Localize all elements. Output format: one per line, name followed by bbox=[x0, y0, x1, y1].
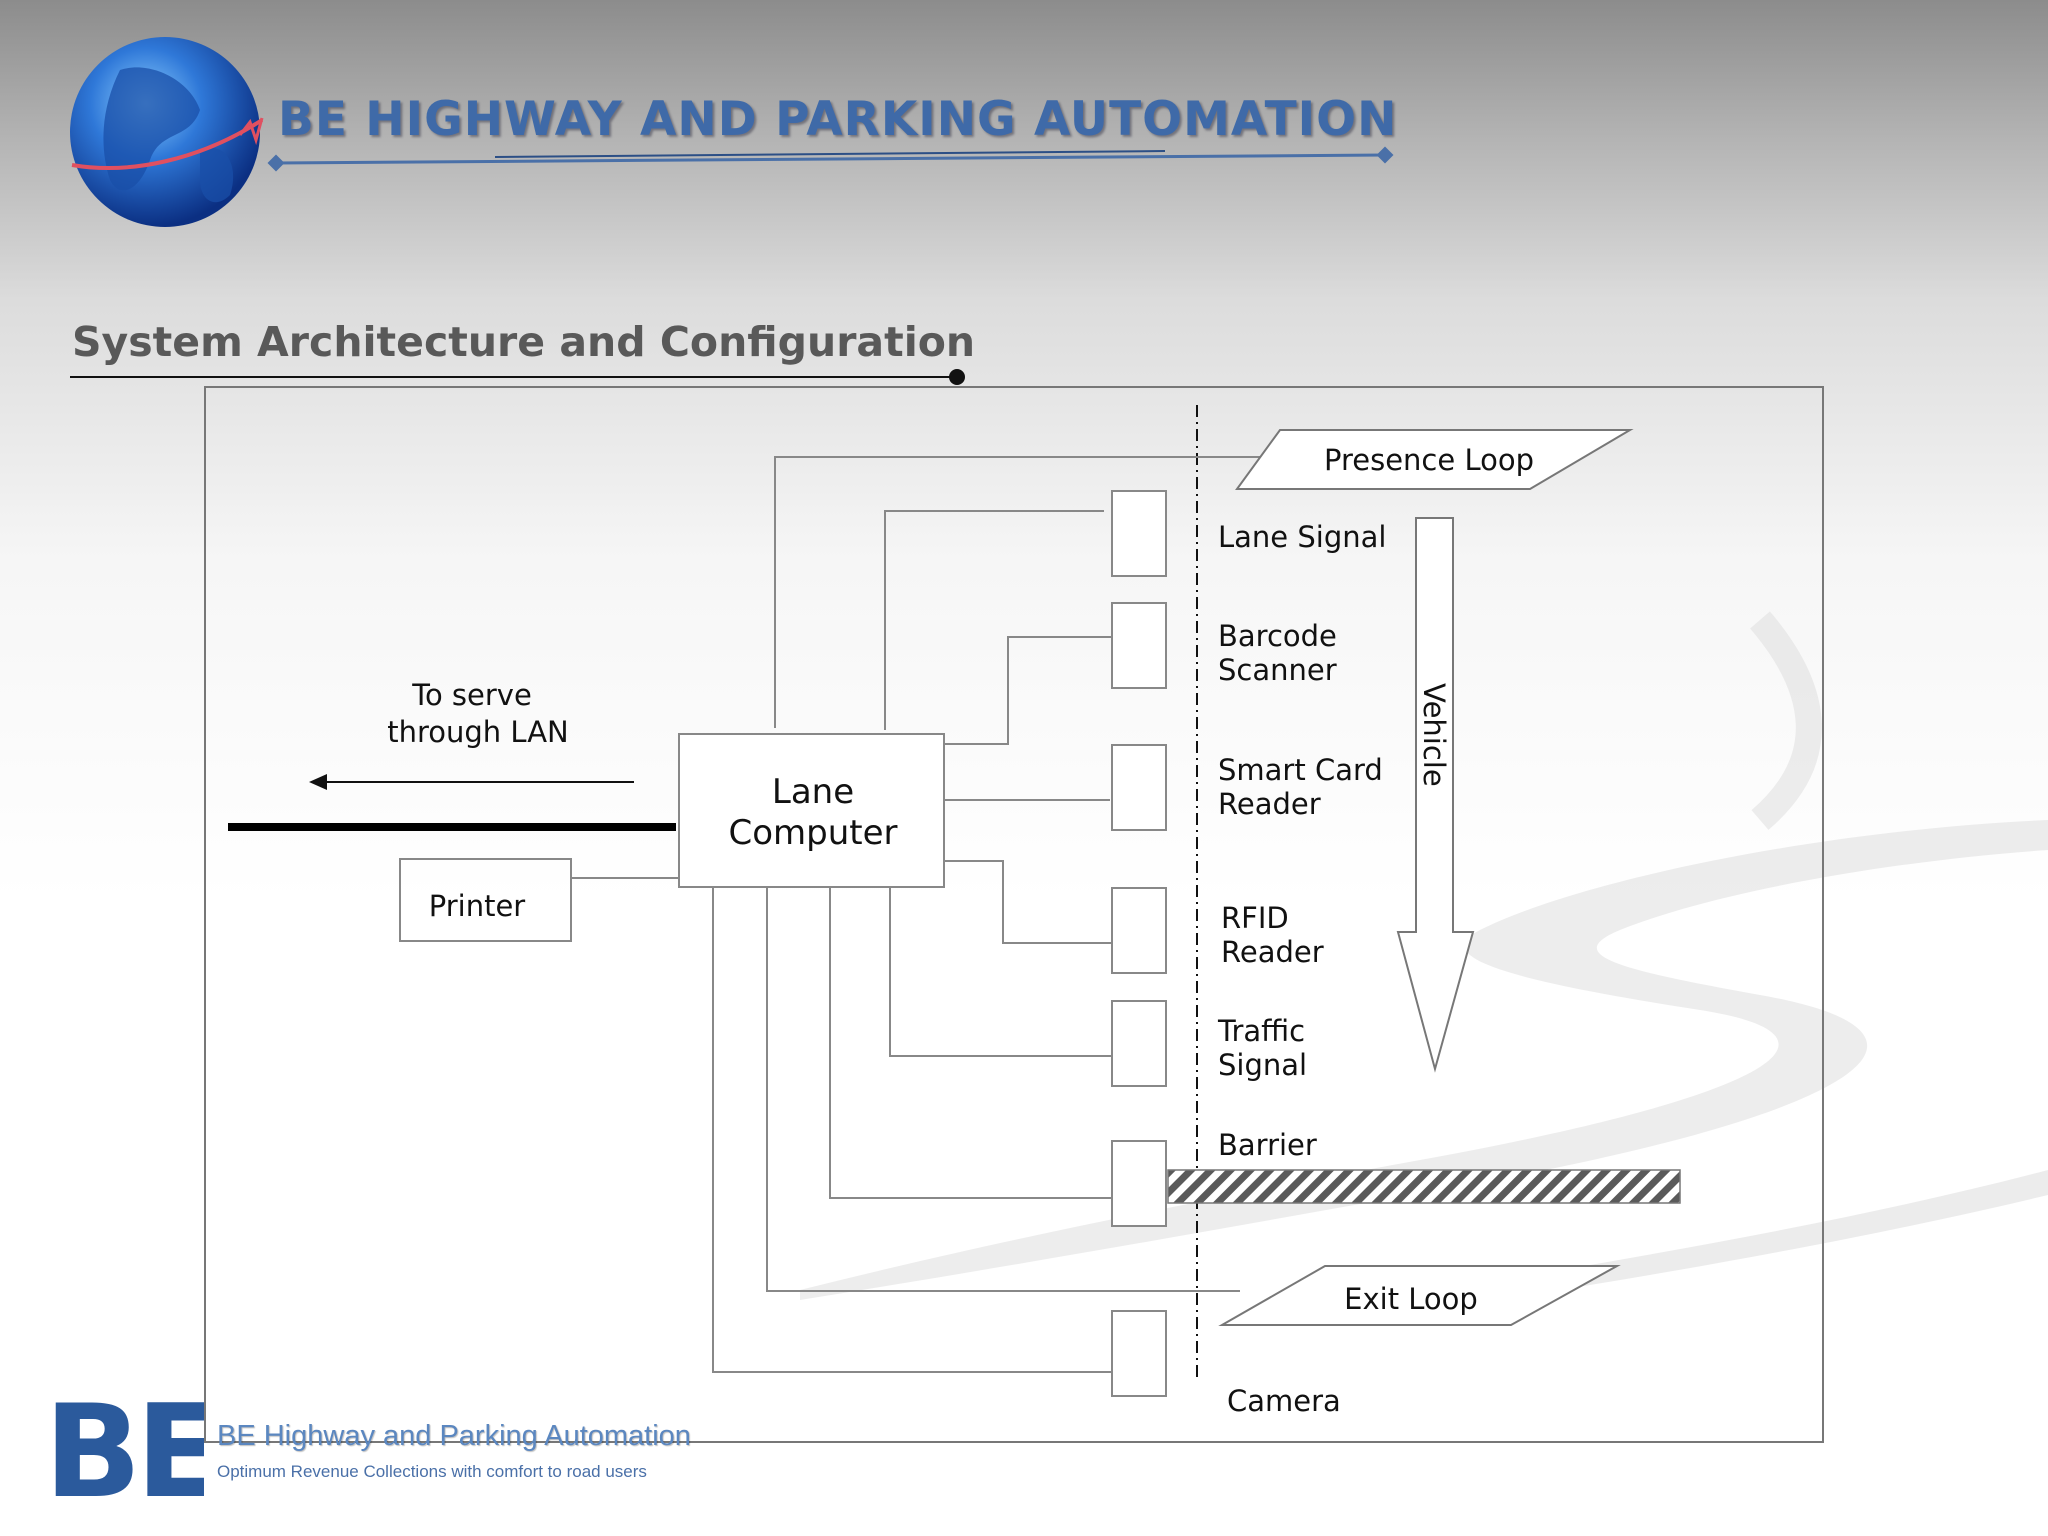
globe-logo-icon bbox=[70, 37, 264, 227]
traffic-signal-box bbox=[1111, 1000, 1167, 1087]
rfid-reader-label-line2: Reader bbox=[1221, 935, 1324, 969]
lan-label-line1: To serve bbox=[411, 678, 532, 712]
printer-label: Printer bbox=[429, 889, 526, 923]
barrier-arm bbox=[1167, 1169, 1681, 1204]
vehicle-label: Vehicle bbox=[1417, 683, 1451, 787]
smart-card-reader-box bbox=[1111, 744, 1167, 831]
wire-barrier bbox=[829, 887, 1112, 1199]
lane-computer-label-line2: Computer bbox=[728, 813, 897, 853]
lane-computer-box bbox=[678, 733, 945, 888]
barrier-box bbox=[1111, 1140, 1167, 1227]
camera-label: Camera bbox=[1227, 1384, 1341, 1418]
rfid-reader-label-line1: RFID bbox=[1221, 901, 1289, 935]
barcode-scanner-label-line1: Barcode bbox=[1218, 619, 1337, 653]
svg-text:BE: BE bbox=[44, 1402, 204, 1502]
traffic-signal-label-line2: Signal bbox=[1218, 1048, 1307, 1082]
section-title: System Architecture and Configuration bbox=[72, 318, 976, 366]
header-rule bbox=[275, 153, 1386, 165]
lane-signal-box bbox=[1111, 490, 1167, 577]
footer-company-name: BE Highway and Parking Automation bbox=[217, 1420, 691, 1452]
exit-loop-shape bbox=[1218, 1265, 1621, 1326]
footer-tagline: Optimum Revenue Collections with comfort… bbox=[217, 1462, 647, 1481]
lane-computer-label-line1: Lane bbox=[772, 772, 854, 812]
wire-exit-loop bbox=[766, 887, 1240, 1292]
presence-loop-label: Presence Loop bbox=[1324, 443, 1534, 477]
lane-signal-label: Lane Signal bbox=[1218, 520, 1386, 554]
rfid-reader-box bbox=[1111, 887, 1167, 974]
wire-traffic-signal bbox=[889, 887, 1118, 1057]
wire-presence-loop bbox=[774, 456, 1280, 728]
section-title-rule-dot bbox=[949, 369, 965, 385]
printer-box bbox=[399, 858, 572, 942]
lan-direction-arrow bbox=[309, 774, 634, 790]
barcode-scanner-label-line2: Scanner bbox=[1218, 653, 1337, 687]
diagram-frame bbox=[204, 386, 1824, 1443]
smart-card-reader-label-line2: Reader bbox=[1218, 787, 1321, 821]
lan-label-line2: through LAN bbox=[387, 715, 569, 749]
connector-wires bbox=[712, 456, 1280, 1373]
barcode-scanner-box bbox=[1111, 602, 1167, 689]
presence-loop-shape bbox=[1235, 429, 1634, 490]
smart-card-reader-label-line1: Smart Card bbox=[1218, 753, 1383, 787]
swoosh-shape bbox=[800, 820, 2048, 1300]
wire-barcode-scanner bbox=[944, 636, 1112, 745]
wire-lane-signal bbox=[884, 510, 1104, 730]
rule-end-diamond bbox=[267, 154, 285, 172]
traffic-signal-label-line1: Traffic bbox=[1217, 1014, 1305, 1048]
wire-camera bbox=[712, 887, 1116, 1373]
camera-box bbox=[1111, 1310, 1167, 1397]
swoosh-curve bbox=[1750, 611, 1822, 830]
barrier-label: Barrier bbox=[1218, 1128, 1317, 1162]
wire-rfid-reader bbox=[944, 860, 1112, 944]
vehicle-direction-arrow bbox=[1396, 517, 1475, 1073]
brand-title: BE HIGHWAY AND PARKING AUTOMATION bbox=[278, 92, 1398, 147]
header-rule-accent bbox=[494, 150, 1166, 158]
be-logo-icon: BE bbox=[44, 1402, 204, 1502]
exit-loop-label: Exit Loop bbox=[1344, 1282, 1478, 1316]
